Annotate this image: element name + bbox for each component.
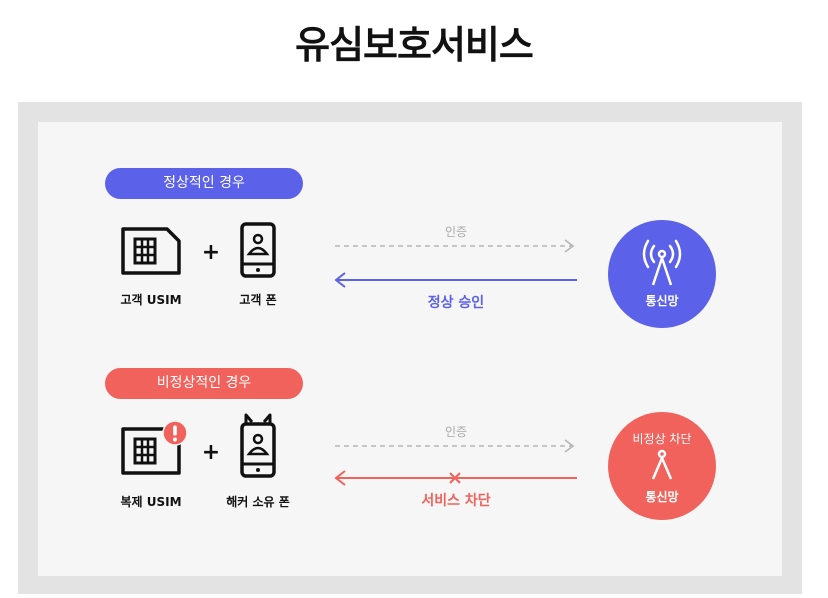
page-title: 유심보호서비스 [295,23,534,67]
abnormal-blocked-status: 비정상 차단 [632,432,692,446]
customer-usim-label: 고객 USIM [120,293,182,307]
network-label: 통신망 [645,490,679,504]
approval-arrow [334,272,577,288]
auth-arrow [335,239,575,253]
phone-icon [240,222,276,278]
approval-label: 정상 승인 [427,295,485,311]
warning-icon [162,420,188,446]
auth-label: 인증 [444,225,468,239]
cloned-sim-card-icon [121,427,181,475]
plus-sign: + [201,240,221,265]
network-node-normal: 통신망 [608,220,716,328]
auth-label: 인증 [444,425,468,439]
network-node-blocked: 비정상 차단 통신망 [608,412,716,520]
network-label: 통신망 [645,294,679,308]
blocked-arrow [334,470,577,486]
cloned-usim-label: 복제 USIM [120,495,182,509]
hacker-phone-icon [240,413,276,478]
normal-case-pill: 정상적인 경우 [105,168,303,199]
customer-phone-label: 고객 폰 [239,293,277,307]
service-blocked-label: 서비스 차단 [421,493,491,509]
abnormal-case-pill: 비정상적인 경우 [105,368,303,399]
antenna-signal-icon [642,239,682,286]
antenna-icon [651,449,673,480]
sim-card-icon [121,227,181,275]
hacker-phone-label: 해커 소유 폰 [226,495,290,509]
auth-arrow [335,439,575,453]
plus-sign: + [201,440,221,465]
